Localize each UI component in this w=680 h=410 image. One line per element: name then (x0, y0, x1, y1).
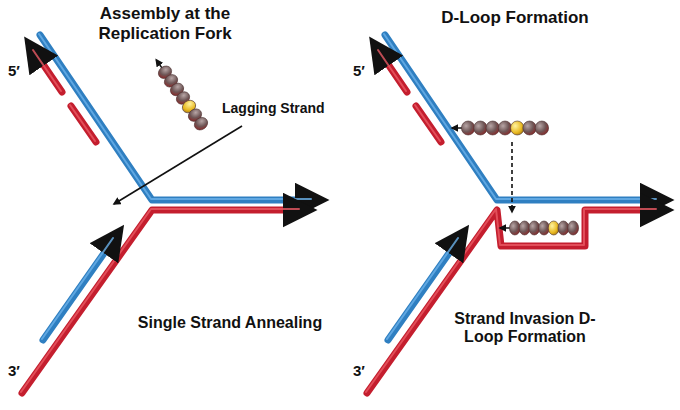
okazaki-fragment-body (34, 51, 62, 92)
okazaki-fragment-body (416, 106, 441, 142)
parental-strand-top-shine (39, 34, 311, 199)
protein-filament (500, 221, 579, 235)
filament-bead (523, 121, 536, 135)
parental-strand-top-body (385, 35, 657, 200)
filament-bead (519, 221, 530, 235)
okazaki-fragment-body (71, 106, 96, 142)
panel-caption: Strand Invasion D-Loop Formation (440, 310, 610, 347)
protein-filament (452, 121, 549, 135)
okazaki-fragment (415, 105, 441, 142)
filament-bead (535, 121, 548, 135)
strand-label: Lagging Strand (222, 100, 352, 116)
filament-bead (529, 221, 540, 235)
okazaki-fragment-shine (70, 105, 95, 141)
leading-strand (387, 238, 459, 340)
end-label: 3′ (353, 362, 375, 379)
okazaki-fragment-shine (33, 50, 61, 91)
filament-bead (548, 221, 559, 235)
leading-strand-shine (42, 238, 113, 339)
filament-bead (558, 221, 569, 235)
filament-bead (498, 121, 511, 135)
panel-heading: Assembly at the Replication Fork (70, 4, 260, 43)
parental-strand-bottom (366, 209, 657, 393)
parental-strand-bottom-shine (21, 209, 299, 392)
leading-strand (42, 238, 114, 340)
parental-strand-bottom (21, 209, 300, 393)
okazaki-fragment-body (379, 51, 407, 92)
okazaki-fragment (33, 50, 62, 92)
filament-bead (486, 121, 499, 135)
parental-strand-bottom-body (22, 210, 300, 393)
filament-bead (509, 221, 520, 235)
filament-bead (474, 121, 487, 135)
parental-strand-top (39, 34, 312, 200)
okazaki-fragment (70, 105, 96, 142)
end-label: 3′ (8, 362, 30, 379)
panel-caption: Single Strand Annealing (110, 314, 350, 332)
filament-bead (461, 121, 474, 135)
parental-strand-bottom-shine (366, 209, 656, 392)
leading-strand-body (43, 239, 114, 340)
leading-strand-shine (387, 238, 458, 339)
leading-strand-body (388, 239, 459, 340)
okazaki-fragment-shine (415, 105, 440, 141)
end-label: 5′ (353, 62, 375, 79)
protein-filament (156, 60, 210, 133)
assembly-arrow (114, 126, 242, 204)
parental-strand-top (384, 34, 657, 200)
filament-bead (511, 121, 524, 135)
invasion-arrow (511, 142, 513, 212)
okazaki-fragment-shine (378, 50, 406, 91)
filament-bead (192, 115, 210, 133)
parental-strand-top-shine (384, 34, 656, 199)
panel-heading: D-Loop Formation (415, 8, 615, 28)
end-label: 5′ (8, 62, 30, 79)
okazaki-fragment (378, 50, 407, 92)
filament-bead (539, 221, 550, 235)
parental-strand-bottom-body (367, 210, 657, 393)
filament-bead (568, 221, 579, 235)
parental-strand-top-body (40, 35, 312, 200)
